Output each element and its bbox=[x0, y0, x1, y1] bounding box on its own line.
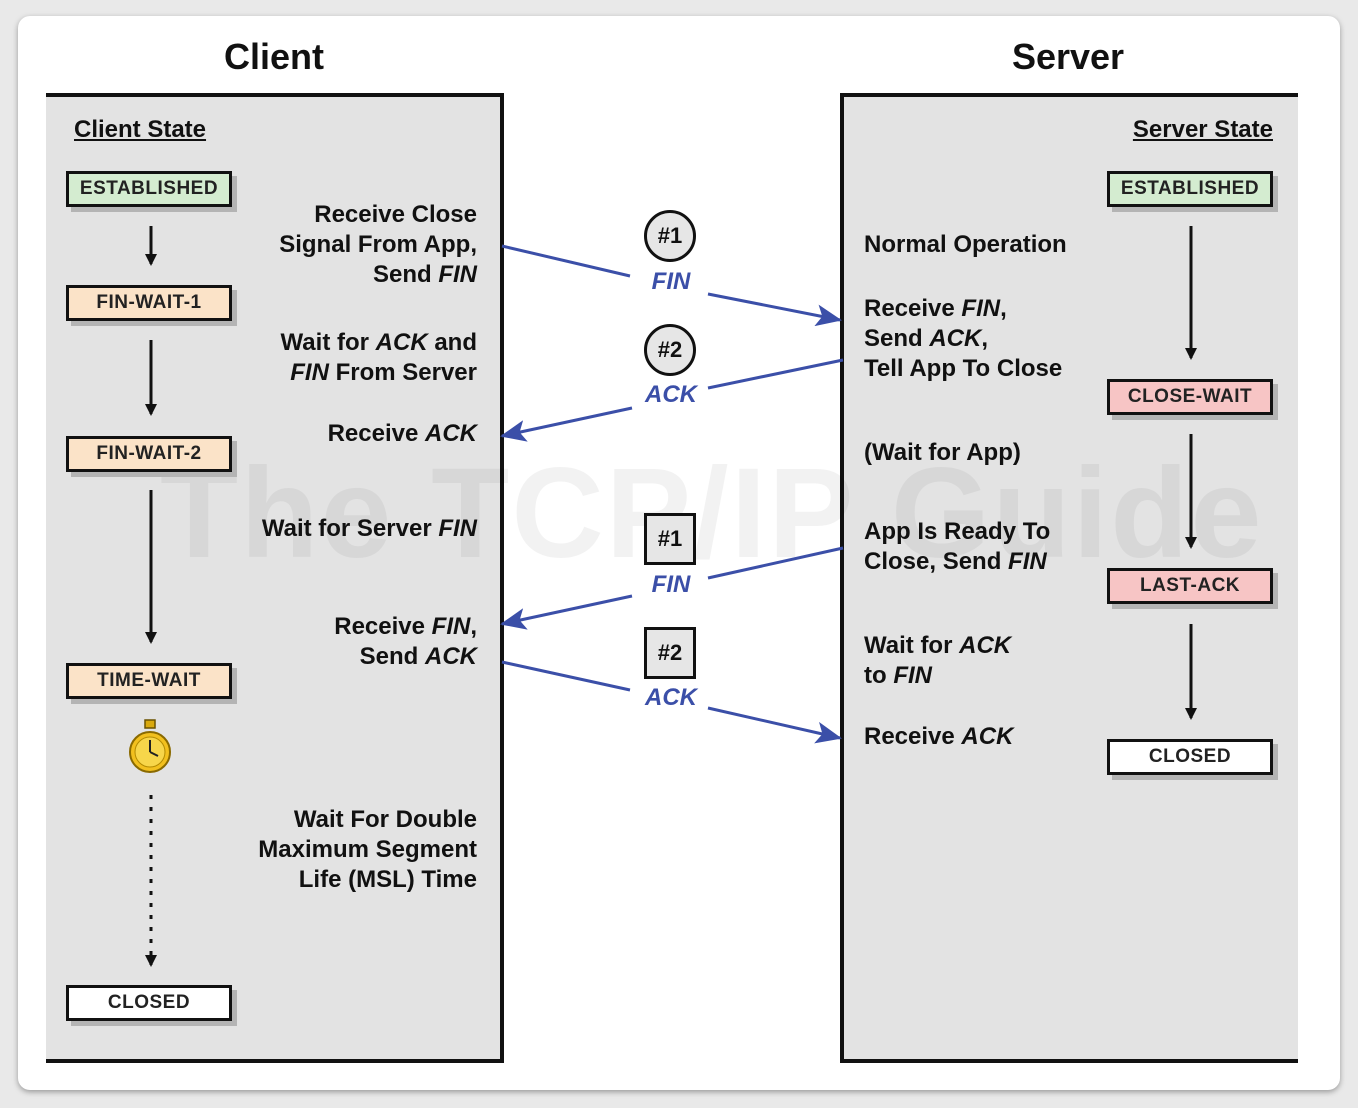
client-state-fin-wait-1: FIN-WAIT-1 bbox=[66, 285, 232, 321]
server-state-closed: CLOSED bbox=[1107, 739, 1273, 775]
message-arrow-fin-1 bbox=[501, 244, 840, 320]
note-wait-ack-to-fin: Wait for ACK to FIN bbox=[864, 632, 1012, 689]
note-receive-fin-send-ack: Receive FIN, Send ACK bbox=[334, 613, 477, 670]
note-wait-ack-fin: Wait for ACK and FIN From Server bbox=[280, 329, 477, 386]
message-badge-1-square: #1 bbox=[644, 513, 696, 565]
note-app-ready: App Is Ready To Close, Send FIN bbox=[864, 518, 1051, 575]
note-receive-ack: Receive ACK bbox=[327, 420, 477, 447]
message-label-fin-2: FIN bbox=[651, 571, 691, 598]
client-state-time-wait: TIME-WAIT bbox=[66, 663, 232, 699]
note-wait-server-fin: Wait for Server FIN bbox=[261, 515, 477, 542]
note-wait-msl: Wait For Double Maximum Segment Life (MS… bbox=[258, 806, 477, 893]
message-badge-2-square: #2 bbox=[644, 627, 696, 679]
watermark: The TCP/IP Guide bbox=[160, 442, 1264, 585]
message-arrow-ack-2 bbox=[501, 660, 840, 738]
message-label-ack-1: ACK bbox=[645, 381, 697, 408]
message-badge-2-circle: #2 bbox=[644, 324, 696, 376]
client-state-fin-wait-2: FIN-WAIT-2 bbox=[66, 436, 232, 472]
client-panel bbox=[46, 93, 504, 1063]
message-arrow-ack-1 bbox=[502, 358, 844, 436]
message-label-fin-1: FIN bbox=[651, 268, 691, 295]
note-wait-for-app: (Wait for App) bbox=[864, 439, 1021, 466]
client-state-heading: Client State bbox=[74, 116, 207, 143]
server-state-last-ack: LAST-ACK bbox=[1107, 568, 1273, 604]
client-state-closed: CLOSED bbox=[66, 985, 232, 1021]
message-label-ack-2: ACK bbox=[645, 684, 697, 711]
note-receive-fin-send-ack-close: Receive FIN, Send ACK, Tell App To Close bbox=[864, 295, 1063, 382]
server-state-heading: Server State bbox=[1132, 116, 1273, 143]
stopwatch-icon bbox=[129, 719, 171, 773]
server-title: Server bbox=[1011, 36, 1125, 77]
note-receive-close: Receive Close Signal From App, Send FIN bbox=[279, 201, 477, 288]
client-state-established: ESTABLISHED bbox=[66, 171, 232, 207]
note-normal-operation: Normal Operation bbox=[864, 231, 1067, 258]
client-title: Client bbox=[223, 36, 324, 77]
message-badge-1-circle: #1 bbox=[644, 210, 696, 262]
server-state-established: ESTABLISHED bbox=[1107, 171, 1273, 207]
server-state-close-wait: CLOSE-WAIT bbox=[1107, 379, 1273, 415]
note-server-receive-ack: Receive ACK bbox=[864, 723, 1014, 750]
message-arrow-fin-2 bbox=[502, 546, 844, 624]
